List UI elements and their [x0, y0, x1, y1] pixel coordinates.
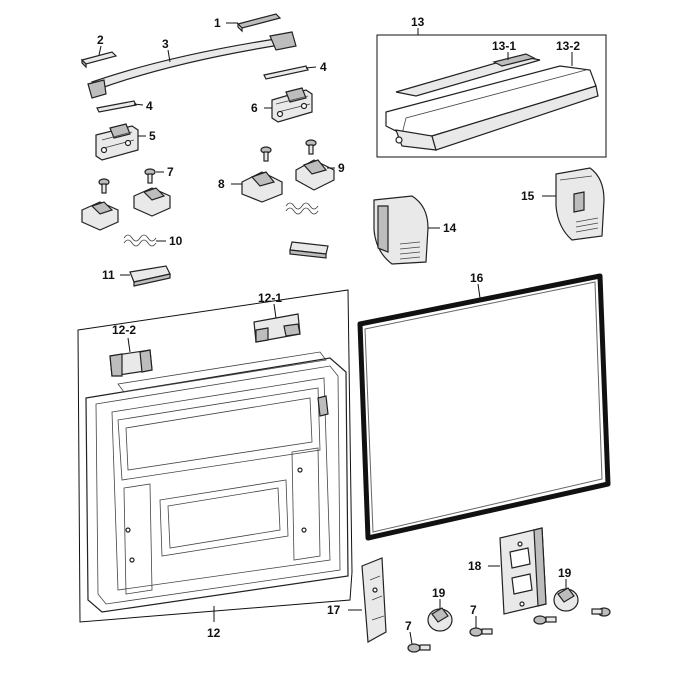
label-6: 6	[251, 101, 258, 115]
part-6-hinge-block	[271, 87, 313, 123]
label-7c: 7	[470, 603, 477, 617]
label-14: 14	[443, 221, 457, 235]
part-5-hinge-block	[95, 123, 139, 161]
label-15: 15	[521, 189, 535, 203]
screw-a	[98, 178, 110, 194]
part-12-outline	[77, 289, 353, 623]
part-11-pad	[129, 265, 171, 287]
leader-4b	[133, 103, 144, 106]
spring-left	[123, 234, 157, 247]
screw-b	[144, 168, 156, 184]
label-16: 16	[470, 271, 484, 285]
leader-12-1	[273, 303, 277, 319]
label-1: 1	[214, 16, 221, 30]
part-15-cover	[555, 167, 605, 241]
label-19b: 19	[558, 566, 572, 580]
label-4a: 4	[320, 60, 327, 74]
pad-right	[289, 241, 329, 259]
label-7b: 7	[405, 619, 412, 633]
label-2: 2	[97, 33, 104, 47]
label-12-1: 12-1	[258, 291, 282, 305]
label-12-2: 12-2	[112, 323, 136, 337]
part-4-pin-right	[263, 65, 309, 80]
label-13-2: 13-2	[556, 39, 580, 53]
part-2-clip	[80, 51, 118, 69]
cam-block-left-2	[133, 187, 171, 217]
label-11: 11	[102, 268, 115, 282]
label-7a: 7	[167, 165, 174, 179]
screw-c	[260, 146, 272, 162]
screw-d	[305, 139, 317, 155]
part-13-group	[376, 34, 607, 158]
part-3-hinge-bar	[87, 31, 297, 99]
leader-3	[167, 49, 171, 63]
part-16-gasket	[357, 273, 611, 541]
part-12-2-bracket	[109, 349, 153, 377]
part-17-bracket	[361, 557, 387, 643]
part-12-door	[85, 351, 349, 613]
part-19-cam-left	[427, 607, 453, 632]
screw-bottom-3	[533, 615, 557, 625]
part-9-cam-block	[295, 159, 335, 191]
leader-7b	[409, 631, 413, 645]
leader-16	[477, 283, 481, 299]
part-12-1-bracket	[253, 313, 301, 343]
label-13-1: 13-1	[492, 39, 516, 53]
cam-block-left-1	[81, 201, 119, 231]
part-14-cover	[373, 195, 429, 265]
part-4-pin-left	[96, 100, 137, 113]
screw-bottom-4	[591, 607, 611, 617]
label-12: 12	[207, 626, 221, 640]
label-9: 9	[338, 161, 345, 175]
label-17: 17	[327, 603, 341, 617]
part-8-cam-block	[241, 171, 283, 203]
label-4b: 4	[146, 99, 153, 113]
part-1-top-bracket	[236, 13, 282, 33]
label-19a: 19	[432, 586, 446, 600]
label-10: 10	[169, 234, 183, 248]
screw-bottom-2	[469, 627, 493, 637]
leader-4a	[305, 66, 317, 69]
leader-12-2	[127, 337, 131, 353]
label-5: 5	[149, 129, 156, 143]
label-8: 8	[218, 177, 225, 191]
part-19-cam-right	[553, 587, 579, 612]
screw-bottom-1	[407, 643, 431, 653]
part-18-bracket	[499, 527, 547, 615]
label-13: 13	[411, 15, 425, 29]
label-3: 3	[162, 37, 169, 51]
label-18: 18	[468, 559, 482, 573]
spring-right	[285, 202, 319, 215]
leader-2	[98, 45, 102, 56]
